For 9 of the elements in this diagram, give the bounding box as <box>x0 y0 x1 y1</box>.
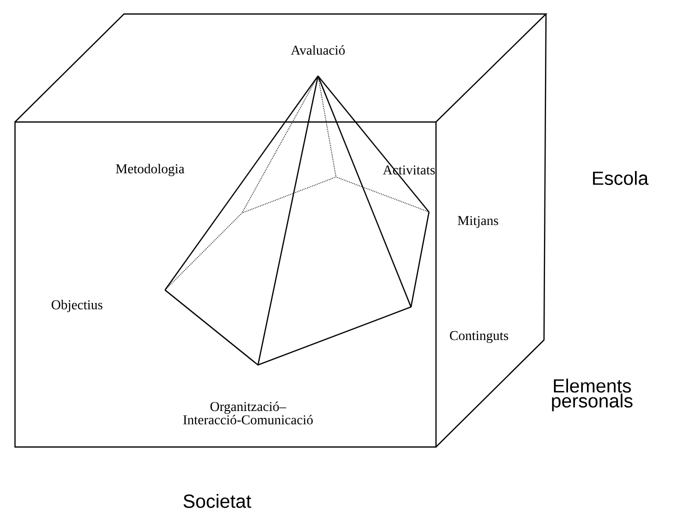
text-label: Mitjans <box>458 216 498 228</box>
text-label: Objectius <box>52 300 102 312</box>
text-label: Avaluació <box>290 45 345 55</box>
text-label: Metodologia <box>116 164 184 176</box>
text-label: Continguts <box>450 331 508 343</box>
text-label: Organització–Interacció-Comunicació <box>183 402 313 424</box>
text-label: Societat <box>184 494 252 508</box>
text-label: Elements personals <box>552 378 632 412</box>
text-label: Escola <box>593 171 648 185</box>
